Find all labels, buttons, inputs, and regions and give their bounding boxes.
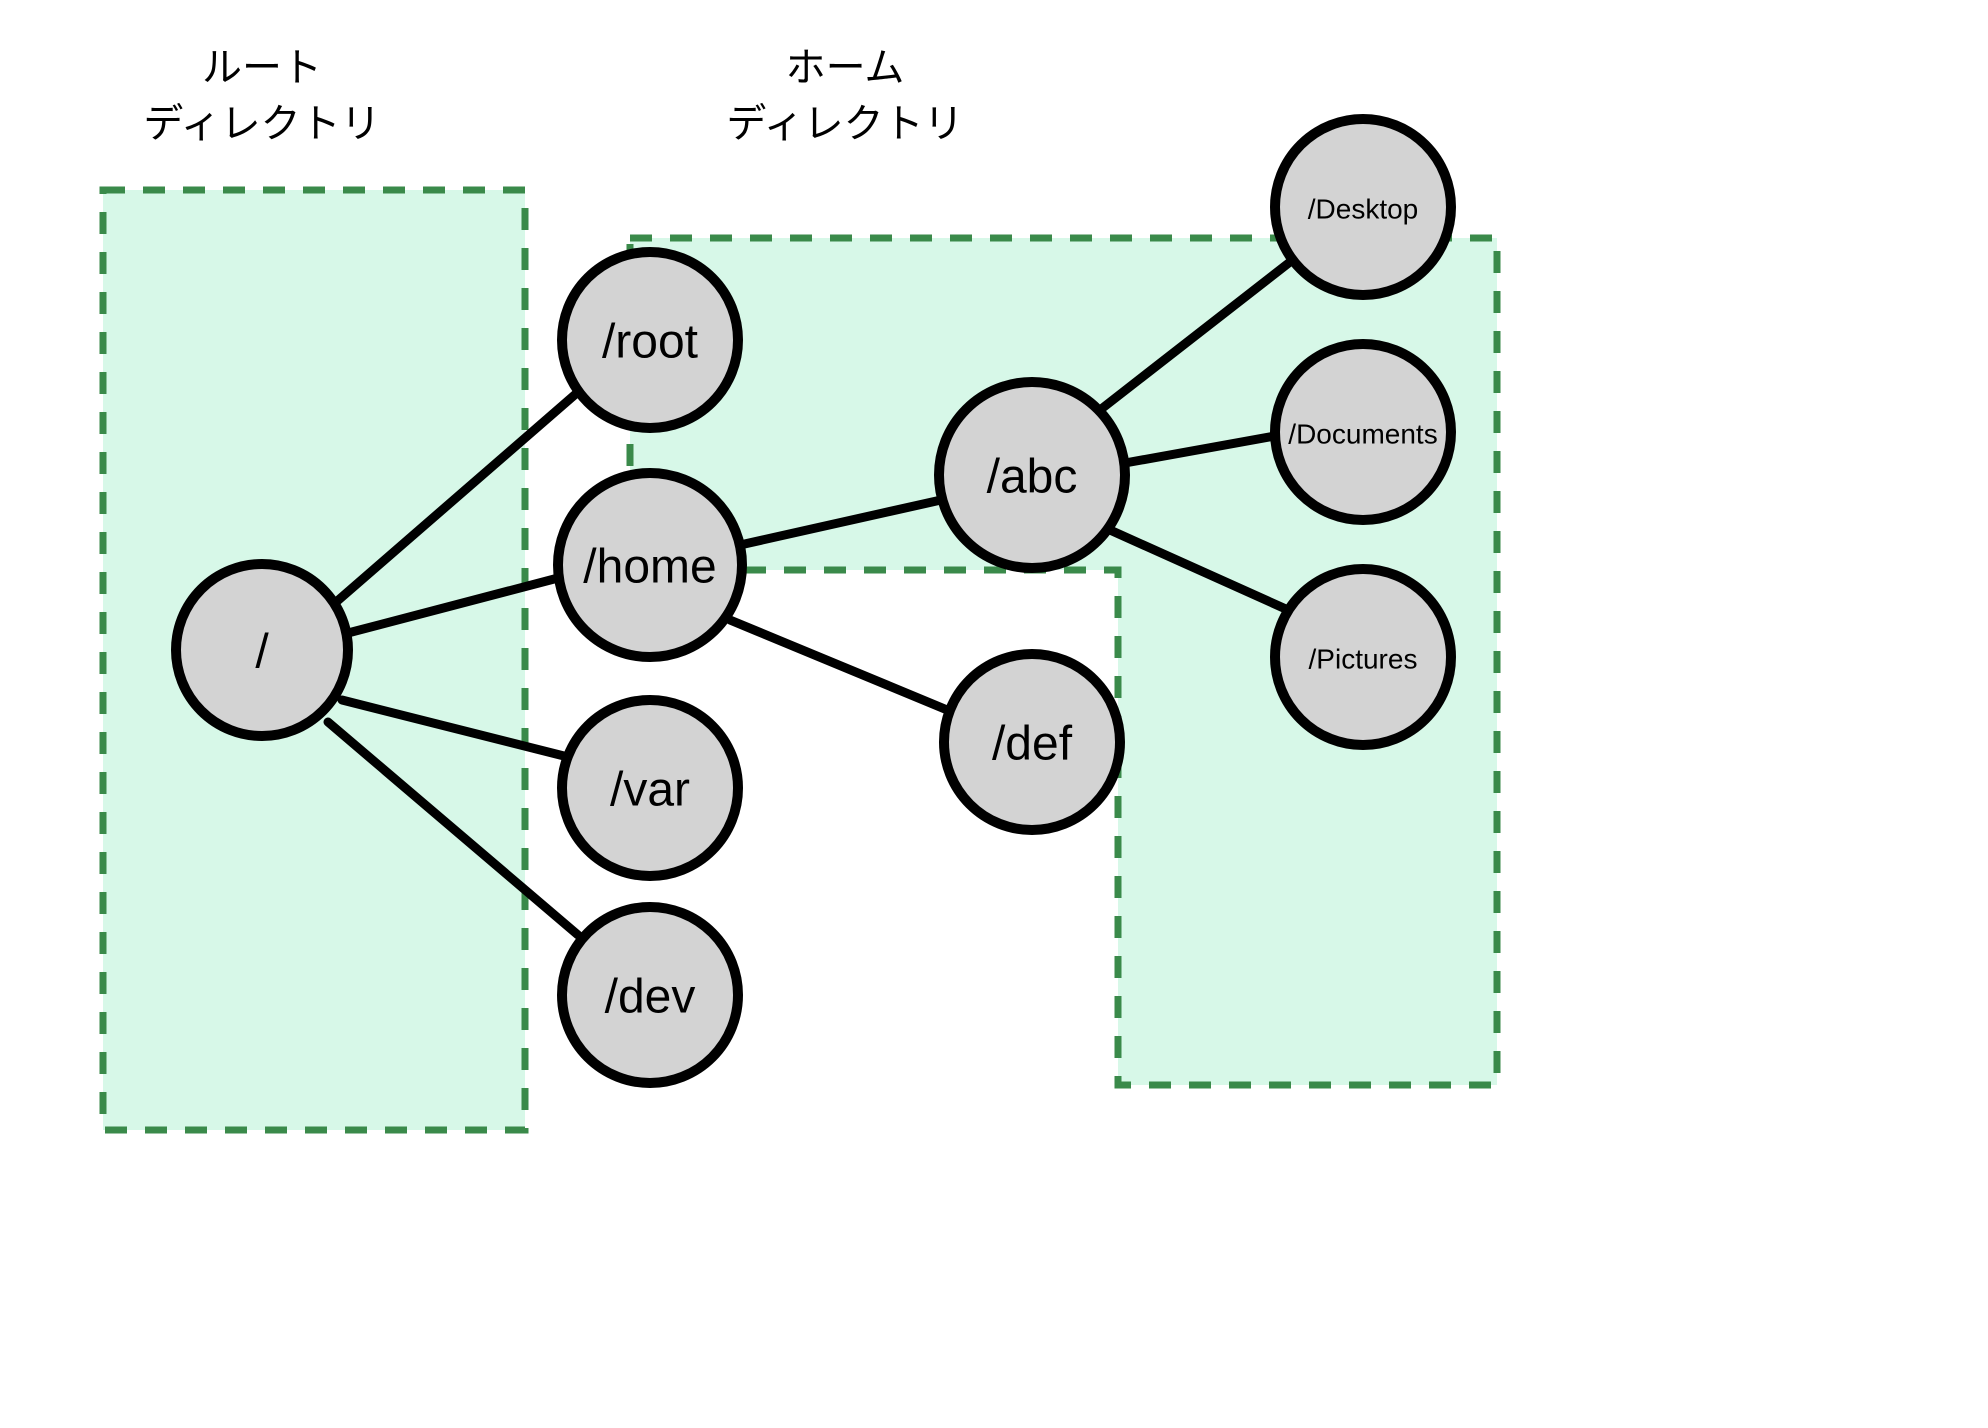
node-circle-documents[interactable] [1270,339,1456,525]
node-label-desktop: /Desktop [1308,194,1419,225]
node-label-home: /home [583,541,716,594]
node-circle-pictures[interactable] [1270,564,1456,750]
edge-abc-to-desktop [1095,257,1295,415]
node-dev[interactable]: /dev [557,902,743,1088]
edge-home-to-abc [735,495,946,550]
edge-abc-to-documents [1120,431,1280,468]
node-label-root-home: /root [602,316,698,369]
node-label-def: /def [992,718,1073,771]
region-dashed-outline [99,186,529,1134]
node-label-root: / [255,626,269,679]
region-caption-home-dir-line1: ホーム [786,46,905,90]
node-label-pictures: /Pictures [1309,644,1418,675]
node-circle-root[interactable] [171,559,353,741]
edge-root-to-root-home [330,387,583,608]
nodes-layer: / /root/home/var/dev/abc/def/Desktop/Docu… [171,114,1456,1088]
node-pictures[interactable]: /Pictures [1270,564,1456,750]
node-circle-abc[interactable] [934,377,1130,573]
node-home[interactable]: /home [553,468,747,662]
node-label-dev: /dev [605,971,696,1024]
node-circle-root-home[interactable] [557,247,743,433]
node-root-home[interactable]: /root [557,247,743,433]
region-caption-root-dir-line2: ディレクトリ [143,102,380,146]
node-abc[interactable]: /abc [934,377,1130,573]
edges-layer [323,257,1295,940]
node-circle-desktop[interactable] [1270,114,1456,300]
edge-home-to-def [725,615,957,717]
edge-abc-to-pictures [1105,525,1293,615]
node-var[interactable]: /var [557,695,743,881]
node-circle-var[interactable] [557,695,743,881]
node-circle-def[interactable] [939,649,1125,835]
node-label-abc: /abc [987,451,1078,504]
region-caption-root-dir-line1: ルート [202,46,322,90]
node-label-documents: /Documents [1288,419,1437,450]
node-circle-home[interactable] [553,468,747,662]
region-caption-home-dir-line2: ディレクトリ [726,102,963,146]
node-documents[interactable]: /Documents [1270,339,1456,525]
edge-root-to-var [337,695,573,762]
edge-root-to-dev [323,717,583,940]
node-circle-dev[interactable] [557,902,743,1088]
node-label-var: /var [610,764,690,817]
node-root[interactable]: / [171,559,353,741]
node-desktop[interactable]: /Desktop [1270,114,1456,300]
edge-root-to-home [343,573,563,638]
node-def[interactable]: /def [939,649,1125,835]
